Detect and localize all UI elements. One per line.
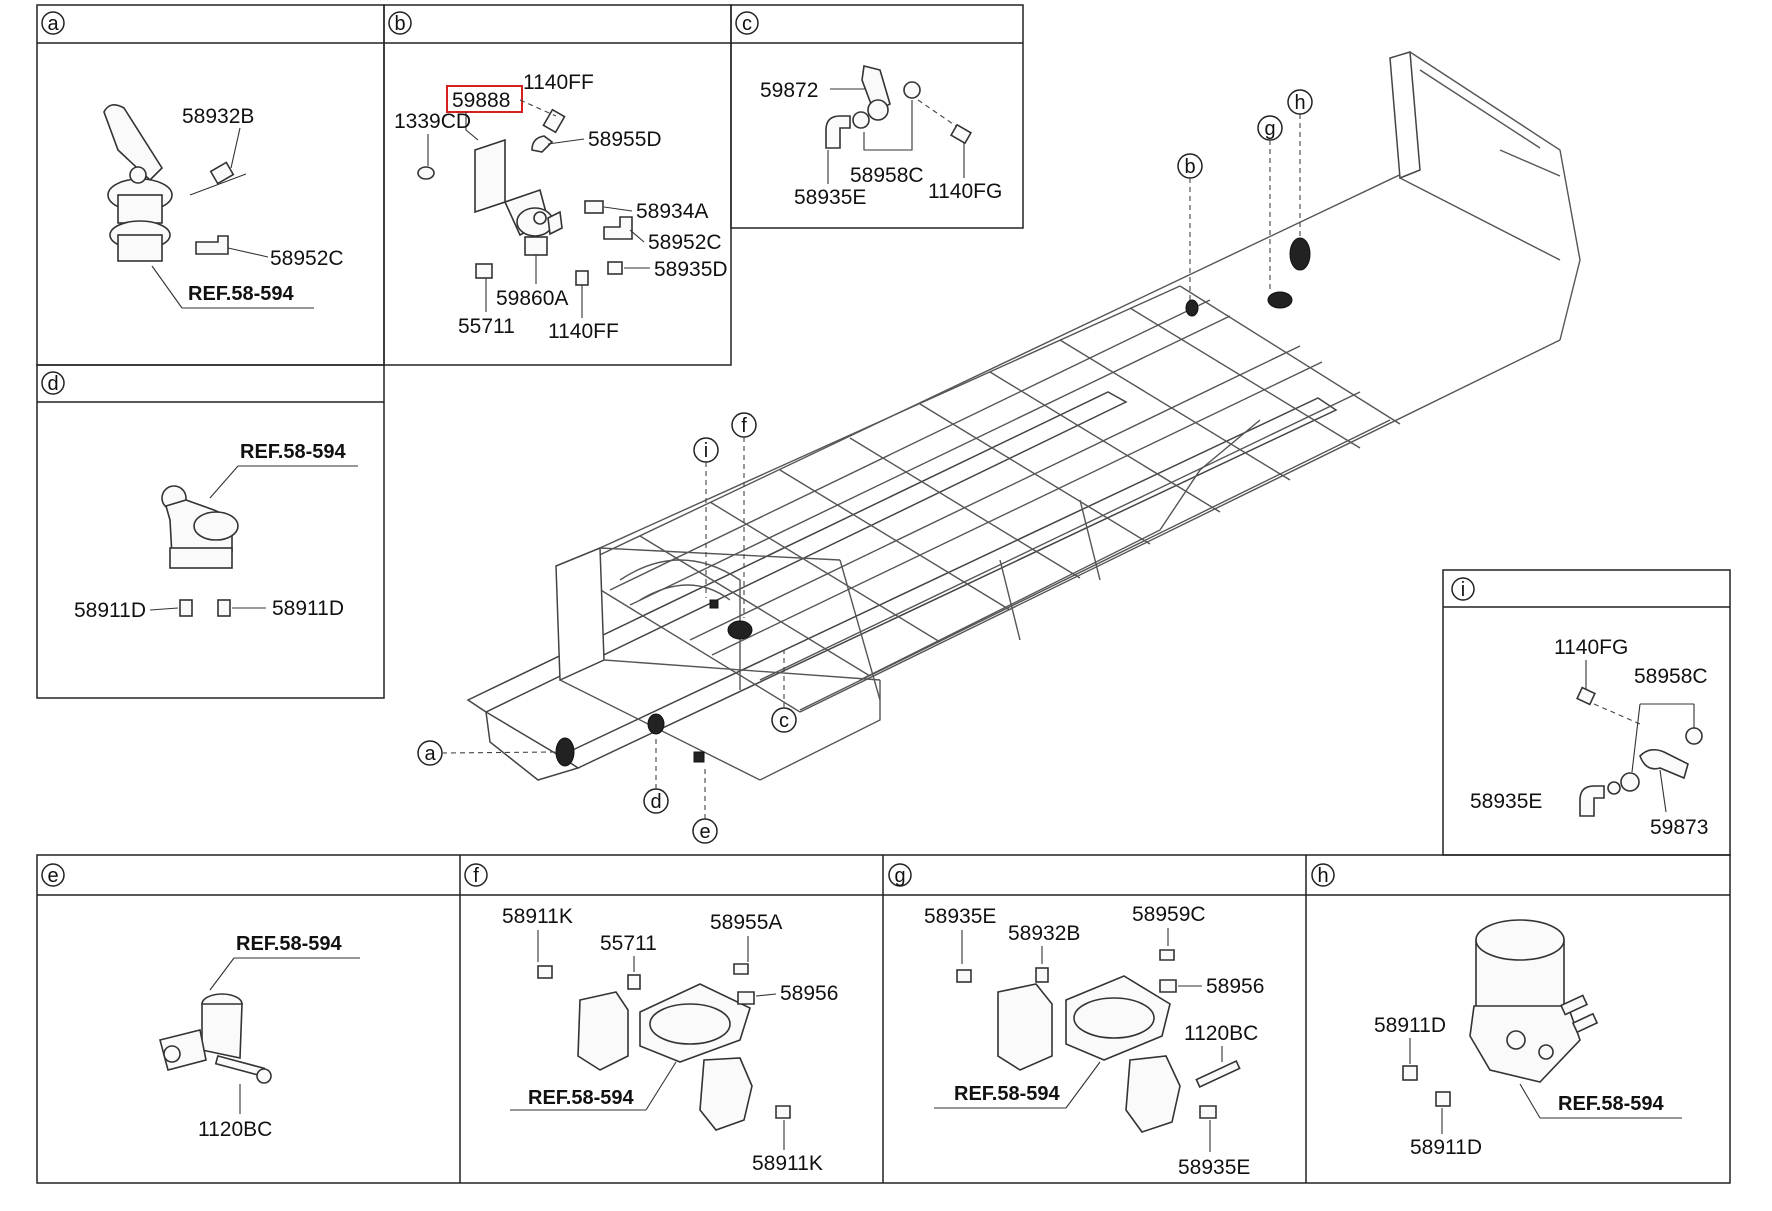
section-tag-b[interactable]: b — [388, 11, 412, 35]
section-tag-a[interactable]: a — [41, 11, 65, 35]
svg-text:h: h — [1294, 92, 1305, 114]
section-tag-h[interactable]: h — [1311, 863, 1335, 887]
svg-text:g: g — [894, 865, 905, 887]
label-b-59888[interactable]: 59888 — [452, 89, 510, 112]
callout-e[interactable]: e — [692, 768, 718, 844]
ref-h[interactable]: REF.58-594 — [1558, 1093, 1664, 1115]
section-tag-i[interactable]: i — [1451, 577, 1475, 601]
ref-f[interactable]: REF.58-594 — [528, 1087, 634, 1109]
svg-text:c: c — [742, 13, 752, 35]
ref-e[interactable]: REF.58-594 — [236, 933, 342, 955]
section-boxes — [36, 4, 1731, 1184]
svg-text:i: i — [1461, 579, 1465, 601]
label-c-1140FG[interactable]: 1140FG — [928, 180, 1002, 203]
svg-text:c: c — [779, 710, 789, 732]
label-f-55711[interactable]: 55711 — [600, 932, 657, 955]
svg-text:e: e — [699, 821, 710, 843]
svg-text:h: h — [1317, 865, 1328, 887]
svg-text:d: d — [47, 373, 58, 395]
label-g-58959C[interactable]: 58959C — [1132, 903, 1206, 926]
label-b-58952C[interactable]: 58952C — [648, 231, 722, 254]
label-b-58934A[interactable]: 58934A — [636, 200, 708, 223]
label-f-58911K-bottom[interactable]: 58911K — [752, 1152, 823, 1175]
label-b-59860A[interactable]: 59860A — [496, 287, 568, 310]
svg-text:a: a — [47, 13, 59, 35]
svg-text:f: f — [741, 415, 747, 437]
label-g-58956[interactable]: 58956 — [1206, 975, 1264, 998]
svg-text:a: a — [424, 743, 436, 765]
label-c-58935E[interactable]: 58935E — [794, 186, 866, 209]
svg-text:i: i — [704, 440, 708, 462]
label-b-58935D[interactable]: 58935D — [654, 258, 728, 281]
highlight-59888[interactable] — [446, 85, 523, 113]
label-i-58958C[interactable]: 58958C — [1634, 665, 1708, 688]
section-tag-c[interactable]: c — [735, 11, 759, 35]
chassis-frame — [466, 51, 1581, 781]
svg-text:e: e — [47, 865, 58, 887]
section-b-drawing — [417, 108, 633, 286]
section-e-drawing — [159, 993, 272, 1084]
label-a-58932B[interactable]: 58932B — [182, 105, 254, 128]
ref-g[interactable]: REF.58-594 — [954, 1083, 1060, 1105]
section-d-drawing — [161, 485, 239, 617]
section-tag-d[interactable]: d — [41, 371, 65, 395]
label-i-1140FG[interactable]: 1140FG — [1554, 636, 1628, 659]
section-tag-f[interactable]: f — [464, 863, 488, 887]
label-h-58911D-bottom[interactable]: 58911D — [1410, 1136, 1482, 1159]
label-f-58956[interactable]: 58956 — [780, 982, 838, 1005]
label-g-58935E-bottom[interactable]: 58935E — [1178, 1156, 1250, 1179]
section-i-drawing — [1576, 686, 1703, 817]
label-b-1339CD[interactable]: 1339CD — [394, 110, 471, 133]
label-g-58935E-top[interactable]: 58935E — [924, 905, 996, 928]
label-b-1140FF-bottom[interactable]: 1140FF — [548, 320, 619, 343]
label-f-58955A[interactable]: 58955A — [710, 911, 782, 934]
label-c-59872[interactable]: 59872 — [760, 79, 818, 102]
section-c-drawing — [825, 65, 973, 149]
label-h-58911D-top[interactable]: 58911D — [1374, 1014, 1446, 1037]
section-h-drawing — [1402, 919, 1599, 1107]
callout-h[interactable]: h — [1287, 89, 1313, 236]
svg-text:f: f — [473, 865, 479, 887]
callout-a[interactable]: a — [417, 740, 557, 766]
svg-text:g: g — [1264, 118, 1275, 140]
label-b-55711[interactable]: 55711 — [458, 315, 515, 338]
ref-a[interactable]: REF.58-594 — [188, 283, 294, 305]
callout-f[interactable]: f — [731, 412, 757, 618]
label-b-58955D[interactable]: 58955D — [588, 128, 662, 151]
section-a-drawing — [103, 104, 247, 262]
label-d-58911D-right[interactable]: 58911D — [272, 597, 344, 620]
label-i-59873[interactable]: 59873 — [1650, 816, 1708, 839]
section-f-drawing — [537, 963, 791, 1131]
label-a-58952C[interactable]: 58952C — [270, 247, 344, 270]
callout-i[interactable]: i — [693, 437, 719, 598]
section-tag-g[interactable]: g — [888, 863, 912, 887]
callout-b[interactable]: b — [1177, 153, 1203, 300]
callout-g[interactable]: g — [1257, 115, 1283, 290]
svg-text:b: b — [1184, 156, 1195, 178]
label-f-58911K-top[interactable]: 58911K — [502, 905, 573, 928]
label-d-58911D-left[interactable]: 58911D — [74, 599, 146, 622]
label-b-1140FF-top[interactable]: 1140FF — [523, 71, 594, 94]
label-g-58932B[interactable]: 58932B — [1008, 922, 1080, 945]
svg-text:d: d — [650, 791, 661, 813]
label-e-1120BC[interactable]: 1120BC — [198, 1118, 272, 1141]
ref-d[interactable]: REF.58-594 — [240, 441, 346, 463]
callout-d[interactable]: d — [643, 736, 669, 814]
label-i-58935E[interactable]: 58935E — [1470, 790, 1542, 813]
section-g-drawing — [956, 949, 1241, 1133]
label-c-58958C[interactable]: 58958C — [850, 164, 924, 187]
section-tag-e[interactable]: e — [41, 863, 65, 887]
label-g-1120BC[interactable]: 1120BC — [1184, 1022, 1258, 1045]
callout-c[interactable]: c — [771, 650, 797, 733]
svg-text:b: b — [394, 13, 405, 35]
